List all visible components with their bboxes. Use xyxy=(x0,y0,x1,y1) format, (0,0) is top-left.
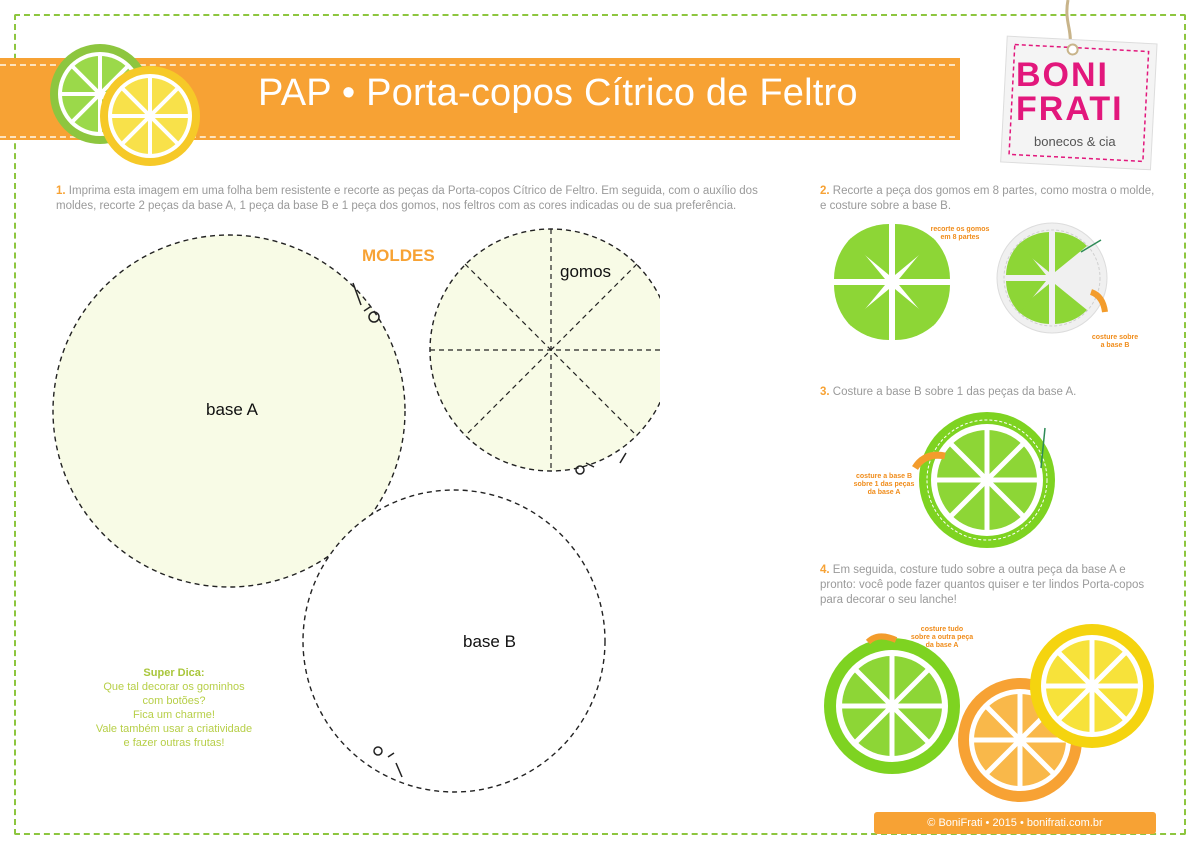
scissors-icon xyxy=(575,452,627,475)
page-title: PAP • Porta-copos Cítrico de Feltro xyxy=(258,72,858,114)
gomos-label: gomos xyxy=(560,262,612,281)
gomos-circle xyxy=(429,228,660,472)
brand-name-line1: BONI xyxy=(1016,56,1109,94)
citrus-logo-icon xyxy=(50,44,200,166)
base-a-circle xyxy=(52,234,406,588)
step-4: 4. Em seguida, costure tudo sobre a outr… xyxy=(820,564,1145,606)
lime-assembled-illustration xyxy=(912,412,1055,548)
brand-tag-icon xyxy=(1000,0,1158,171)
patterns-svg xyxy=(52,228,660,793)
step-3: 3. Costure a base B sobre 1 das peças da… xyxy=(820,386,1077,398)
scissors-icon xyxy=(373,746,403,778)
annotation-costure-a-base-b: costure a base B sobre 1 das peças da ba… xyxy=(853,473,915,496)
scissors-icon xyxy=(352,282,380,323)
super-tip: Super Dica: Que tal decorar os gominhos … xyxy=(95,667,253,749)
annotation-recorte-gomos: recorte os gomos em 8 partes xyxy=(930,226,990,241)
page-frame xyxy=(14,14,1186,835)
step-1: 1. Imprima esta imagem em uma folha bem … xyxy=(56,185,758,212)
base-b-label: base B xyxy=(463,632,516,651)
sew-on-base-b-illustration xyxy=(996,222,1108,334)
annotation-costure-tudo: costure tudo sobre a outra peça da base … xyxy=(910,626,974,649)
cut-segments-illustration xyxy=(834,224,950,340)
moldes-heading: MOLDES xyxy=(362,246,435,265)
base-a-label: base A xyxy=(206,400,258,419)
finished-coasters-illustration xyxy=(824,624,1154,802)
step-2: 2. Recorte a peça dos gomos em 8 partes,… xyxy=(820,185,1155,212)
annotation-costure-base-b: costure sobre a base B xyxy=(1091,334,1139,349)
brand-name-line2: FRATI xyxy=(1016,90,1124,128)
base-b-circle xyxy=(302,489,606,793)
brand-tagline: bonecos & cia xyxy=(1034,134,1116,149)
footer-credit: © BoniFrati • 2015 • bonifrati.com.br xyxy=(874,812,1156,834)
